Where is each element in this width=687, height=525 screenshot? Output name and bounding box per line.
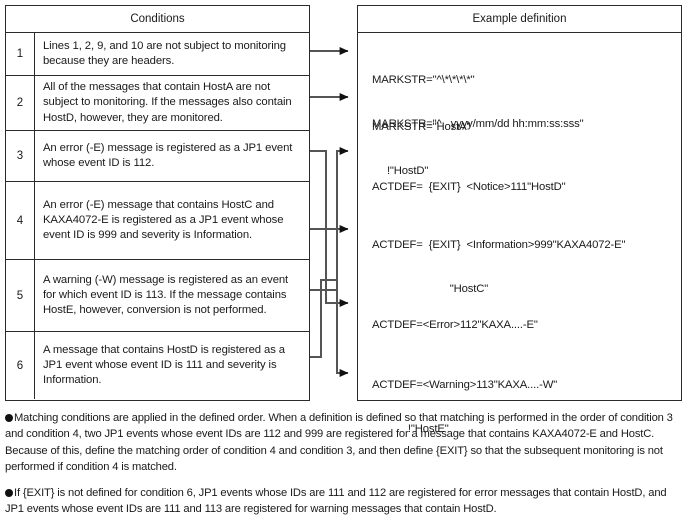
note-2: If {EXIT} is not defined for condition 6…	[5, 485, 683, 518]
condition-text: An error (-E) message is registered as a…	[43, 141, 293, 169]
definition-block-4: ACTDEF= {EXIT} <Information>999"KAXA4072…	[372, 209, 626, 325]
definition-block-1: MARKSTR="^\*\*\*\*" MARKSTR="^ yyyy/mm/d…	[372, 44, 584, 160]
connector-c6	[310, 279, 349, 377]
conditions-table: Conditions 1 Lines 1, 2, 9, and 10 are n…	[5, 5, 310, 401]
definition-panel-header: Example definition	[358, 6, 681, 33]
condition-text: An error (-E) message that contains Host…	[43, 198, 284, 242]
condition-text: A message that contains HostD is registe…	[43, 343, 285, 387]
bullet-icon	[5, 414, 13, 422]
definition-line: "HostC"	[372, 282, 489, 295]
condition-number: 2	[6, 76, 35, 130]
example-definition-panel: Example definition MARKSTR="^\*\*\*\*" M…	[357, 5, 682, 435]
condition-text: A warning (-W) message is registered as …	[43, 273, 289, 317]
note-2-text: If {EXIT} is not defined for condition 6…	[5, 487, 667, 516]
condition-number: 5	[6, 260, 35, 331]
bullet-icon	[5, 489, 13, 497]
definition-line: MARKSTR="^ yyyy/mm/dd hh:mm:ss:sss"	[372, 117, 584, 130]
table-row: 3 An error (-E) message is registered as…	[6, 131, 309, 182]
definition-block-5: ACTDEF=<Error>112"KAXA....-E"	[372, 289, 538, 362]
connector-c5	[310, 147, 349, 291]
definition-line: MARKSTR="^\*\*\*\*"	[372, 74, 475, 86]
condition-number: 6	[6, 332, 35, 399]
definition-block-3: ACTDEF= {EXIT} <Notice>111"HostD"	[372, 151, 566, 224]
definition-line: ACTDEF=<Warning>113"KAXA....-W"	[372, 379, 558, 391]
table-row: 4 An error (-E) message that contains Ho…	[6, 182, 309, 260]
conditions-table-header: Conditions	[6, 6, 309, 33]
table-row: 5 A warning (-W) message is registered a…	[6, 260, 309, 332]
condition-number: 3	[6, 131, 35, 181]
definition-block-6: ACTDEF=<Warning>113"KAXA....-W" !"HostE"	[372, 349, 557, 465]
definition-line: MARKSTR="HostA"	[372, 121, 471, 133]
definition-line: ACTDEF= {EXIT} <Notice>111"HostD"	[372, 181, 566, 193]
condition-number: 4	[6, 182, 35, 259]
definition-line: ACTDEF= {EXIT} <Information>999"KAXA4072…	[372, 239, 626, 251]
condition-text: All of the messages that contain HostA a…	[43, 81, 292, 124]
table-row: 6 A message that contains HostD is regis…	[6, 332, 309, 399]
condition-number: 1	[6, 33, 35, 75]
note-1-text: Matching conditions are applied in the d…	[5, 412, 673, 474]
table-row: 2 All of the messages that contain HostA…	[6, 76, 309, 131]
definition-line: !"HostE"	[372, 422, 449, 435]
definition-line: !"HostD"	[372, 164, 429, 177]
connector-c3	[310, 150, 349, 307]
definition-block-2: MARKSTR="HostA" !"HostD"	[372, 91, 471, 207]
note-1: Matching conditions are applied in the d…	[5, 410, 683, 476]
table-row: 1 Lines 1, 2, 9, and 10 are not subject …	[6, 33, 309, 76]
conditions-header-label: Conditions	[130, 13, 185, 25]
condition-text: Lines 1, 2, 9, and 10 are not subject to…	[43, 39, 286, 67]
definition-header-label: Example definition	[472, 13, 567, 25]
definition-line: ACTDEF=<Error>112"KAXA....-E"	[372, 319, 538, 331]
